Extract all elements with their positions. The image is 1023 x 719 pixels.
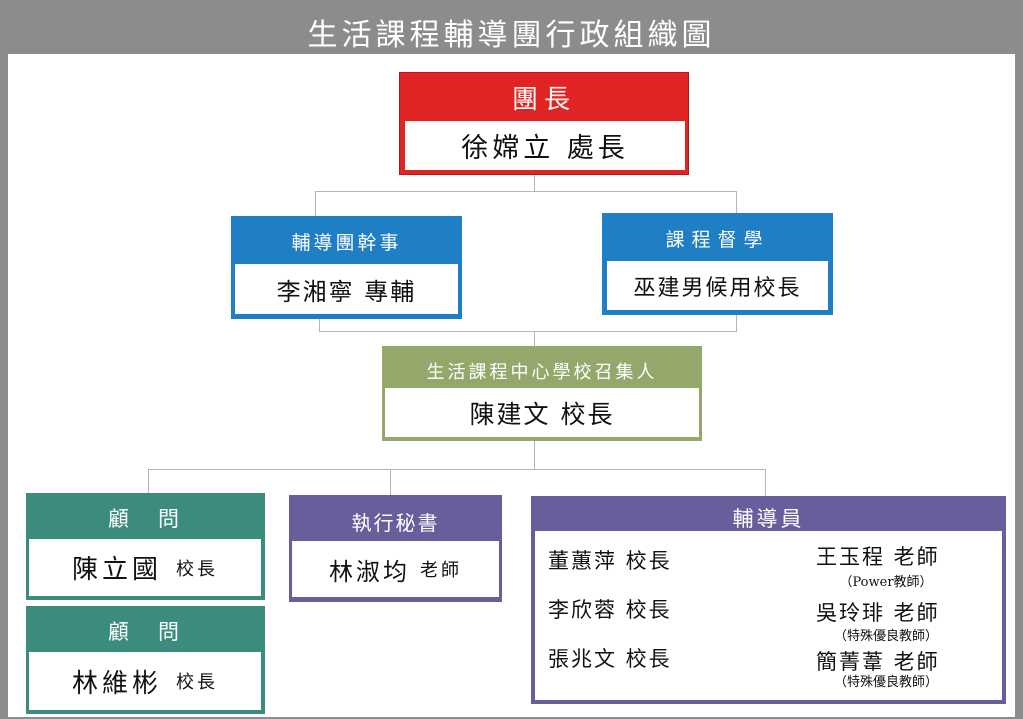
connector-leader-down	[534, 174, 535, 192]
leader-name: 徐嫦立 處長	[405, 121, 685, 170]
counselor-teacher-note: （特殊優良教師）	[833, 629, 938, 644]
connector-convener-down	[534, 440, 535, 470]
counselor-teacher: 吳玲琲 老師	[816, 601, 940, 625]
connector-supervisor-up	[736, 191, 737, 214]
connector-mid-horizontal	[319, 331, 737, 332]
connector-supervisor-down	[736, 314, 737, 332]
connector-counselors-up	[765, 469, 766, 496]
connector-to-convener	[534, 331, 535, 347]
leader-role: 團長	[511, 85, 576, 115]
secretary-name: 林淑均	[329, 557, 410, 586]
convener-name: 陳建文 校長	[385, 388, 699, 437]
counselor-principal: 張兆文 校長	[548, 647, 672, 671]
counselor-teacher: 王玉程 老師	[816, 545, 940, 569]
counselor-teacher-note: （特殊優良教師）	[833, 675, 938, 690]
counselors-box: 輔導員	[531, 496, 1006, 704]
secretary-box: 執行秘書 林淑均 老師	[289, 495, 502, 602]
counselors-list	[535, 531, 1002, 700]
secretary-role: 執行秘書	[351, 511, 440, 535]
convener-role: 生活課程中心學校召集人	[426, 362, 658, 383]
advisor-name-cell: 林維彬 校長	[29, 652, 261, 710]
convener-box: 生活課程中心學校召集人 陳建文 校長	[382, 346, 702, 441]
page-title: 生活課程輔導團行政組織圖	[307, 18, 716, 53]
counselors-role: 輔導員	[732, 507, 805, 531]
connector-top-horizontal	[315, 191, 737, 192]
connector-advisor-up	[148, 469, 149, 494]
advisor-title: 校長	[176, 672, 218, 693]
connector-secretary-up	[390, 469, 391, 495]
advisor-box: 顧 問 陳立國 校長	[26, 493, 265, 600]
advisor-box: 顧 問 林維彬 校長	[26, 606, 265, 714]
supervisor-role: 課程督學	[665, 229, 770, 251]
connector-bottom-horizontal	[148, 469, 766, 470]
advisor-name: 林維彬	[71, 668, 162, 699]
advisor-name-cell: 陳立國 校長	[29, 539, 261, 596]
leader-box: 團長 徐嫦立 處長	[399, 72, 689, 175]
secretary-name-cell: 林淑均 老師	[292, 541, 499, 597]
connector-officer-down	[319, 318, 320, 332]
supervisor-box: 課程督學 巫建男候用校長	[602, 213, 833, 315]
officer-box: 輔導團幹事 李湘寧 專輔	[231, 216, 462, 319]
advisor-name: 陳立國	[71, 555, 162, 585]
advisor-role: 顧 問	[108, 507, 183, 531]
counselor-teacher-note: （Power教師）	[839, 575, 933, 590]
advisor-title: 校長	[176, 558, 218, 580]
supervisor-name: 巫建男候用校長	[607, 261, 828, 310]
officer-name: 李湘寧 專輔	[235, 264, 458, 314]
secretary-title: 老師	[420, 560, 462, 581]
counselor-principal: 董蕙萍 校長	[548, 549, 672, 573]
officer-role: 輔導團幹事	[291, 232, 402, 254]
counselor-teacher: 簡菁葦 老師	[816, 650, 940, 674]
connector-officer-up	[315, 191, 316, 217]
advisor-role: 顧 問	[108, 620, 183, 644]
counselor-principal: 李欣蓉 校長	[548, 598, 672, 622]
